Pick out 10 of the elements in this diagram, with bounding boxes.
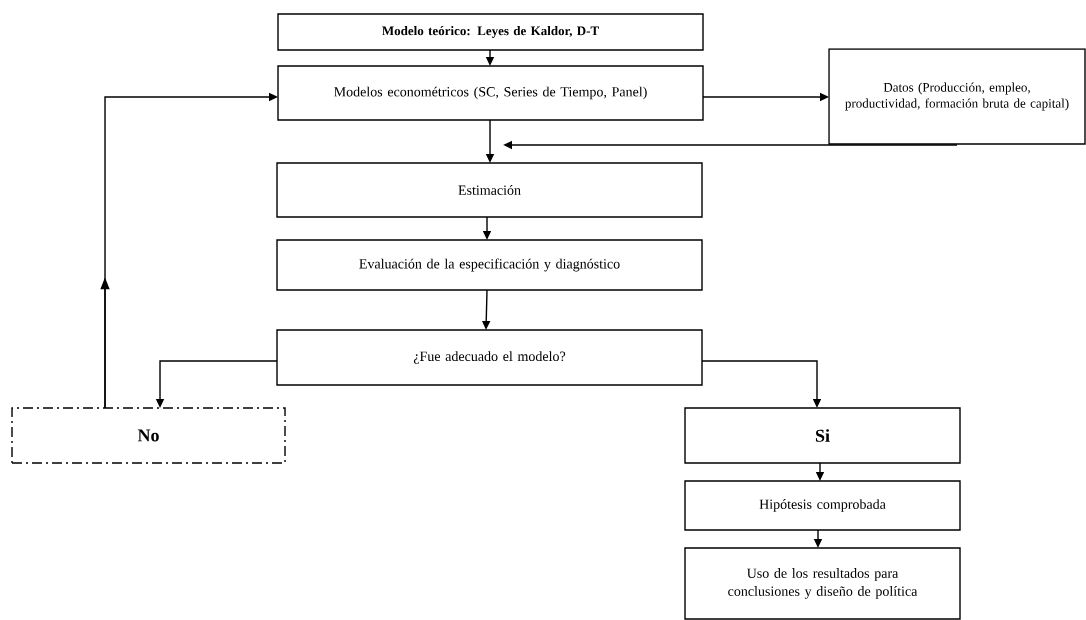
process-box: Si <box>684 407 961 464</box>
process-box: No <box>11 407 286 464</box>
process-box: Evaluación de la especificación y diagnóstico <box>276 239 703 291</box>
process-box: Modelo teórico: Leyes de Kaldor, D-T <box>277 13 704 51</box>
process-box: Datos (Producción, empleo, productividad, formación bruta de capital) <box>828 48 1086 145</box>
process-box: Estimación <box>276 162 703 218</box>
process-box: Uso de los resultados para conclusiones y diseño de política <box>684 547 961 620</box>
process-box: Hipótesis comprobada <box>684 480 961 531</box>
decision-box: ¿Fue adecuado el modelo? <box>276 329 703 386</box>
process-box: Modelos econométricos (SC, Series de Tiempo, Panel) <box>277 65 704 121</box>
